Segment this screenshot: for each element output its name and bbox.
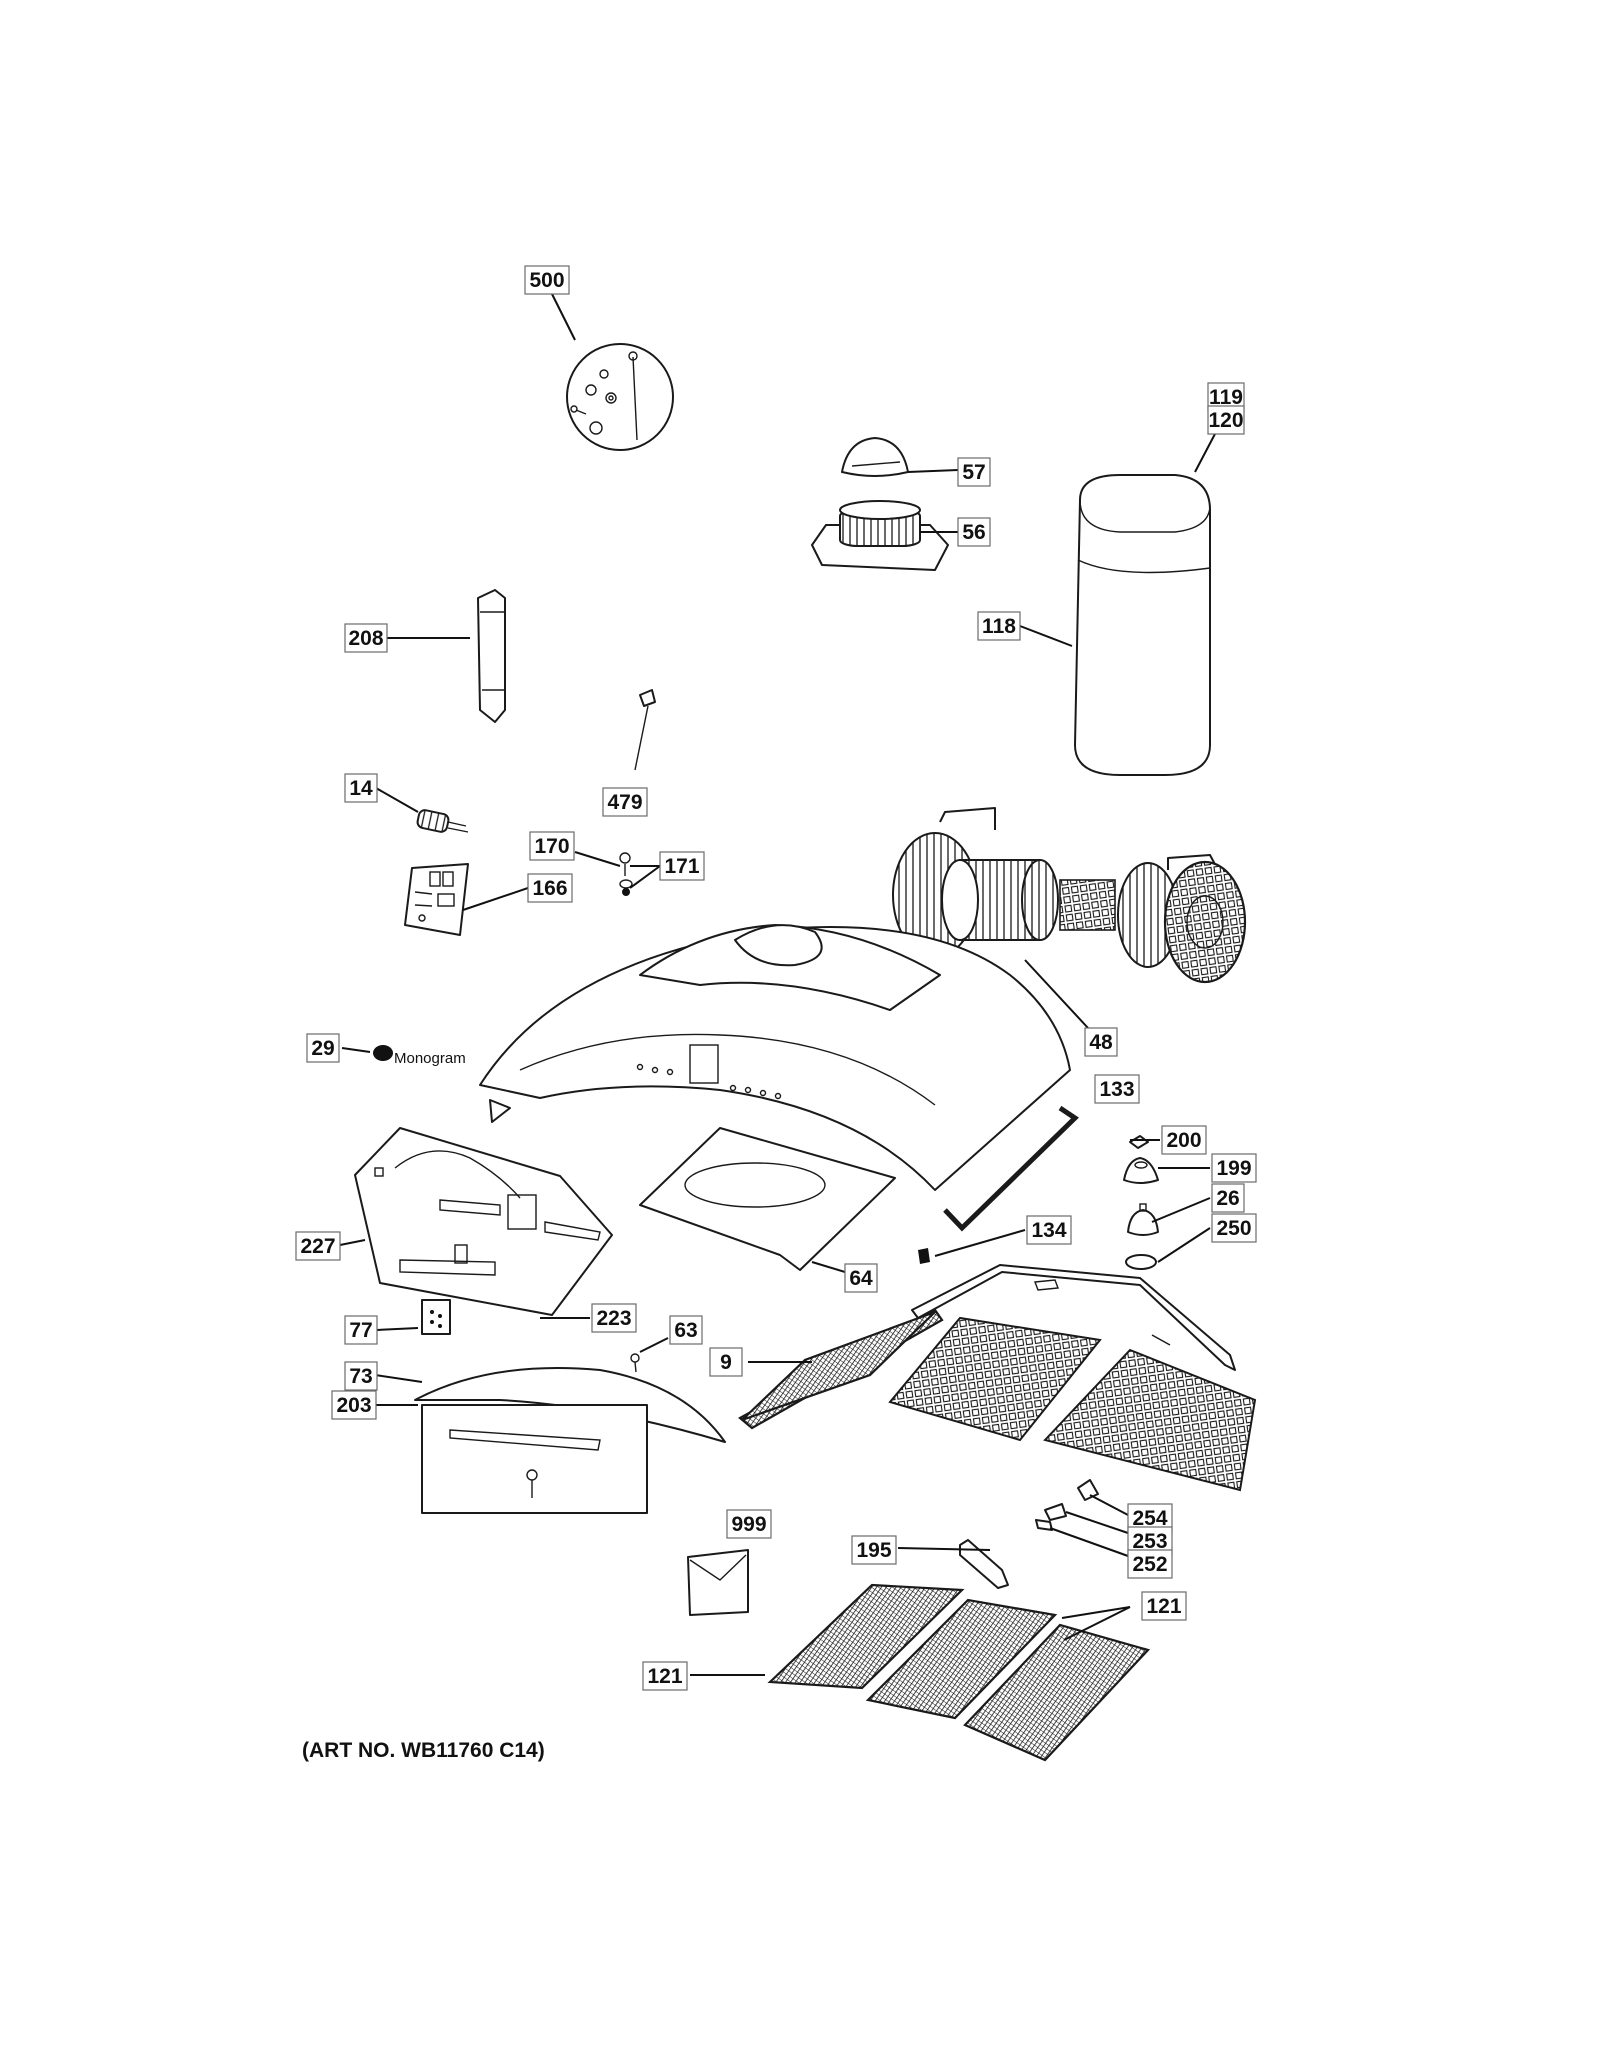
svg-text:200: 200 (1166, 1129, 1201, 1152)
svg-text:133: 133 (1099, 1078, 1134, 1101)
callout-56: 56 (957, 517, 991, 547)
svg-text:227: 227 (300, 1235, 335, 1258)
svg-text:57: 57 (962, 461, 985, 484)
front-control-panel (421, 1404, 648, 1514)
svg-text:253: 253 (1132, 1530, 1167, 1553)
svg-text:118: 118 (982, 615, 1016, 638)
svg-text:121: 121 (1146, 1595, 1181, 1618)
hardware-kit (566, 343, 674, 451)
callout-29: 29 (306, 1033, 340, 1063)
callout-120: 120 (1207, 405, 1245, 435)
callout-64: 64 (844, 1263, 878, 1293)
callout-133: 133 (1094, 1074, 1140, 1104)
svg-text:479: 479 (607, 791, 642, 814)
svg-text:63: 63 (674, 1319, 697, 1342)
callout-252: 252 (1127, 1549, 1173, 1579)
latch-parts (1035, 1479, 1099, 1531)
callout-166: 166 (527, 873, 573, 903)
svg-text:252: 252 (1132, 1553, 1167, 1576)
callout-57: 57 (957, 457, 991, 487)
svg-text:64: 64 (849, 1267, 873, 1290)
svg-text:14: 14 (349, 777, 373, 800)
hood-canopy (479, 924, 1071, 1191)
svg-text:203: 203 (336, 1394, 371, 1417)
callout-999: 999 (726, 1509, 772, 1539)
duct-cap (841, 437, 909, 477)
screw-washer-set (619, 852, 633, 896)
callout-250: 250 (1211, 1213, 1257, 1243)
light-assembly (1123, 1135, 1159, 1270)
svg-text:119: 119 (1209, 386, 1243, 409)
screw (630, 1353, 640, 1373)
literature-kit (687, 1549, 749, 1616)
grease-filter (738, 1308, 944, 1430)
callout-203: 203 (331, 1390, 377, 1420)
monogram-logo-text: Monogram (394, 1050, 466, 1067)
svg-text:500: 500 (529, 269, 564, 292)
svg-text:29: 29 (311, 1037, 334, 1060)
svg-text:166: 166 (532, 877, 567, 900)
callout-171: 171 (659, 851, 705, 881)
svg-text:73: 73 (349, 1365, 372, 1388)
callout-26: 26 (1211, 1183, 1245, 1213)
switch-plate (421, 1299, 451, 1335)
svg-text:254: 254 (1132, 1507, 1167, 1530)
charcoal-filters (767, 1583, 1151, 1762)
svg-text:56: 56 (962, 521, 985, 544)
callout-14: 14 (344, 773, 378, 803)
svg-text:9: 9 (720, 1351, 732, 1374)
callout-118: 118 (977, 611, 1021, 641)
svg-text:199: 199 (1216, 1157, 1251, 1180)
callout-227: 227 (295, 1231, 341, 1261)
svg-text:195: 195 (856, 1539, 891, 1562)
callout-199: 199 (1211, 1153, 1257, 1183)
capacitor (416, 809, 469, 833)
svg-text:121: 121 (647, 1665, 682, 1688)
svg-text:223: 223 (596, 1307, 631, 1330)
callout-195: 195 (851, 1535, 897, 1565)
wire-connector (634, 689, 656, 771)
svg-text:26: 26 (1216, 1187, 1239, 1210)
art-number-caption: (ART NO. WB11760 C14) (302, 1739, 545, 1762)
svg-text:171: 171 (664, 855, 699, 878)
callout-77: 77 (344, 1315, 378, 1345)
svg-text:170: 170 (534, 835, 569, 858)
svg-text:250: 250 (1216, 1217, 1251, 1240)
damper-adapter (811, 500, 949, 571)
svg-text:208: 208 (348, 627, 383, 650)
callout-479: 479 (602, 787, 648, 817)
svg-text:999: 999 (731, 1513, 766, 1536)
callout-48: 48 (1084, 1027, 1118, 1057)
mesh-filter-panels (888, 1264, 1257, 1492)
filter-clip (959, 1539, 1009, 1589)
callout-254: 254 (1127, 1503, 1173, 1533)
svg-text:134: 134 (1031, 1219, 1066, 1242)
blower-assembly (892, 807, 1247, 984)
svg-text:48: 48 (1089, 1031, 1113, 1054)
callout-200: 200 (1161, 1125, 1207, 1155)
control-knob (918, 1248, 930, 1264)
monogram-logo: Monogram (373, 1045, 466, 1067)
callout-73: 73 (344, 1361, 378, 1391)
callout-9: 9 (709, 1347, 743, 1377)
callout-170: 170 (529, 831, 575, 861)
chimney-duct-cover (1074, 474, 1211, 776)
svg-text:77: 77 (349, 1319, 372, 1342)
svg-text:120: 120 (1208, 409, 1243, 432)
mounting-bracket (477, 589, 506, 723)
support-rod (943, 1105, 1079, 1232)
callout-134: 134 (1026, 1215, 1072, 1245)
callout-500: 500 (524, 265, 570, 295)
callout-121-left: 121 (642, 1661, 688, 1691)
control-panel-bracket (354, 1127, 613, 1316)
callout-208: 208 (344, 623, 388, 653)
callout-121-right: 121 (1141, 1591, 1187, 1621)
control-board (404, 863, 469, 936)
callout-63: 63 (669, 1315, 703, 1345)
callout-223: 223 (591, 1303, 637, 1333)
leader-lines (339, 289, 1217, 1676)
bottom-tray (639, 1127, 896, 1271)
